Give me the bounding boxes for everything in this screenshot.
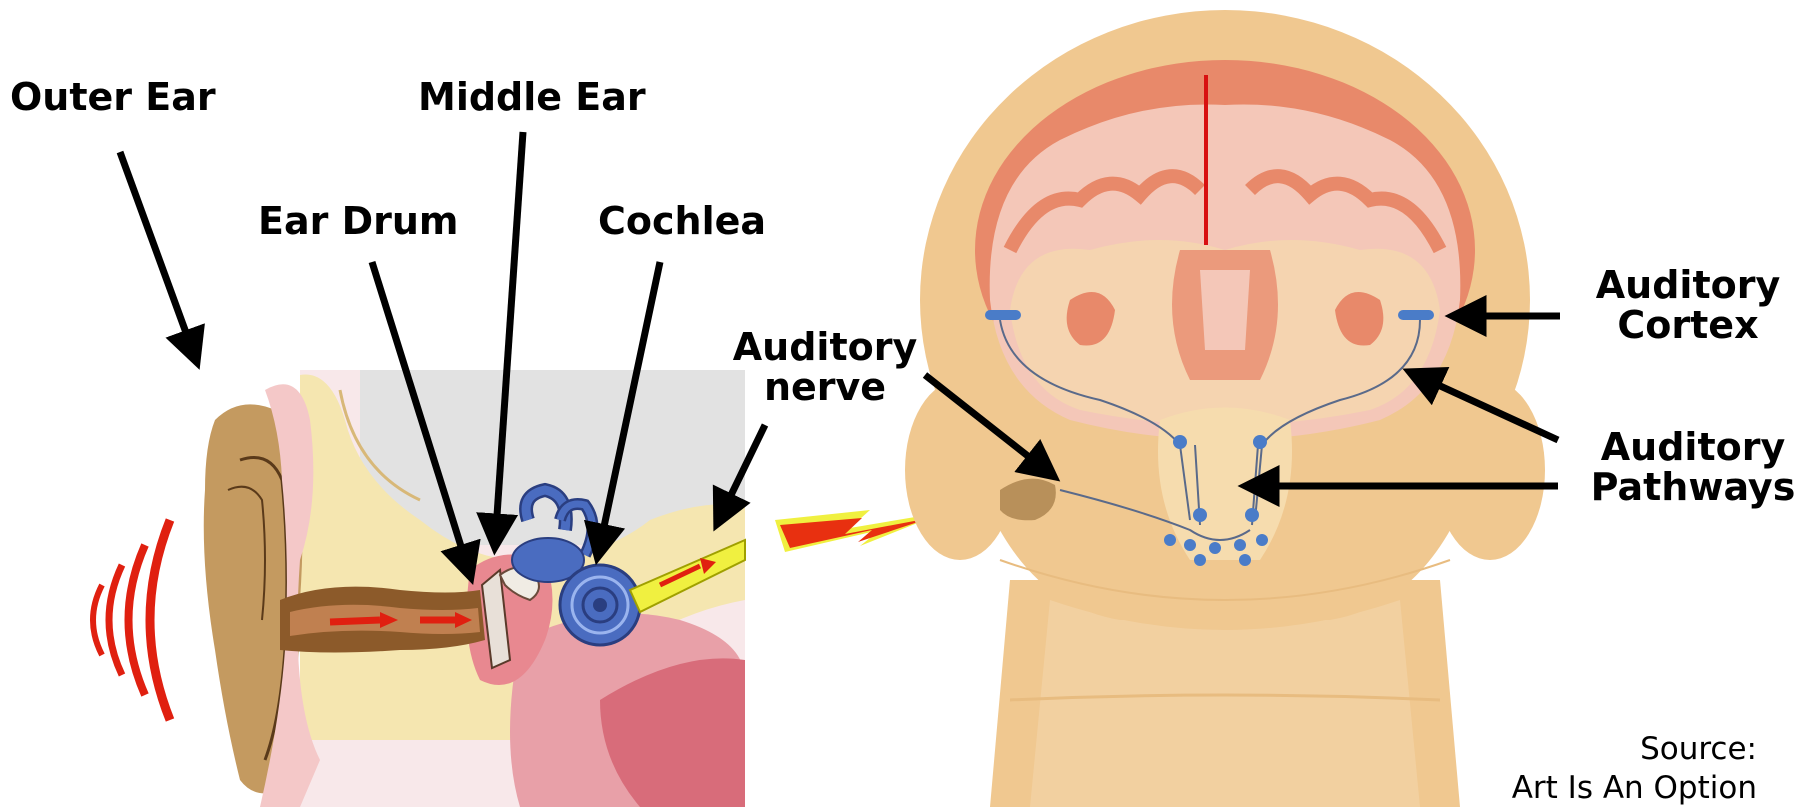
ear-drum-label: Ear Drum	[258, 202, 459, 242]
ear-cross-section	[204, 370, 745, 807]
auditory-cortex-label-line1: Auditory	[1578, 266, 1798, 306]
right-cortex-marker	[1398, 310, 1434, 320]
outer-ear-arrow	[120, 152, 196, 360]
auditory-cortex-label-line2: Cortex	[1578, 306, 1798, 346]
middle-ear-label: Middle Ear	[418, 78, 646, 118]
auditory-nerve-label: Auditory nerve	[725, 328, 925, 408]
auditory-cortex-label: Auditory Cortex	[1578, 266, 1798, 346]
auditory-pathways-label: Auditory Pathways	[1578, 428, 1808, 508]
cochlea-label: Cochlea	[598, 202, 766, 242]
sound-waves	[93, 520, 170, 720]
source-credit-line1: Source:	[1512, 730, 1757, 769]
left-cortex-marker	[985, 310, 1021, 320]
source-credit: Source: Art Is An Option	[1512, 730, 1757, 808]
source-credit-line2: Art Is An Option	[1512, 769, 1757, 808]
auditory-nerve-label-line2: nerve	[725, 368, 925, 408]
auditory-pathways-label-line1: Auditory	[1578, 428, 1808, 468]
auditory-pathways-label-line2: Pathways	[1578, 468, 1808, 508]
outer-ear-label: Outer Ear	[10, 78, 216, 118]
auditory-nerve-label-line1: Auditory	[725, 328, 925, 368]
head-cross-section	[905, 10, 1545, 807]
